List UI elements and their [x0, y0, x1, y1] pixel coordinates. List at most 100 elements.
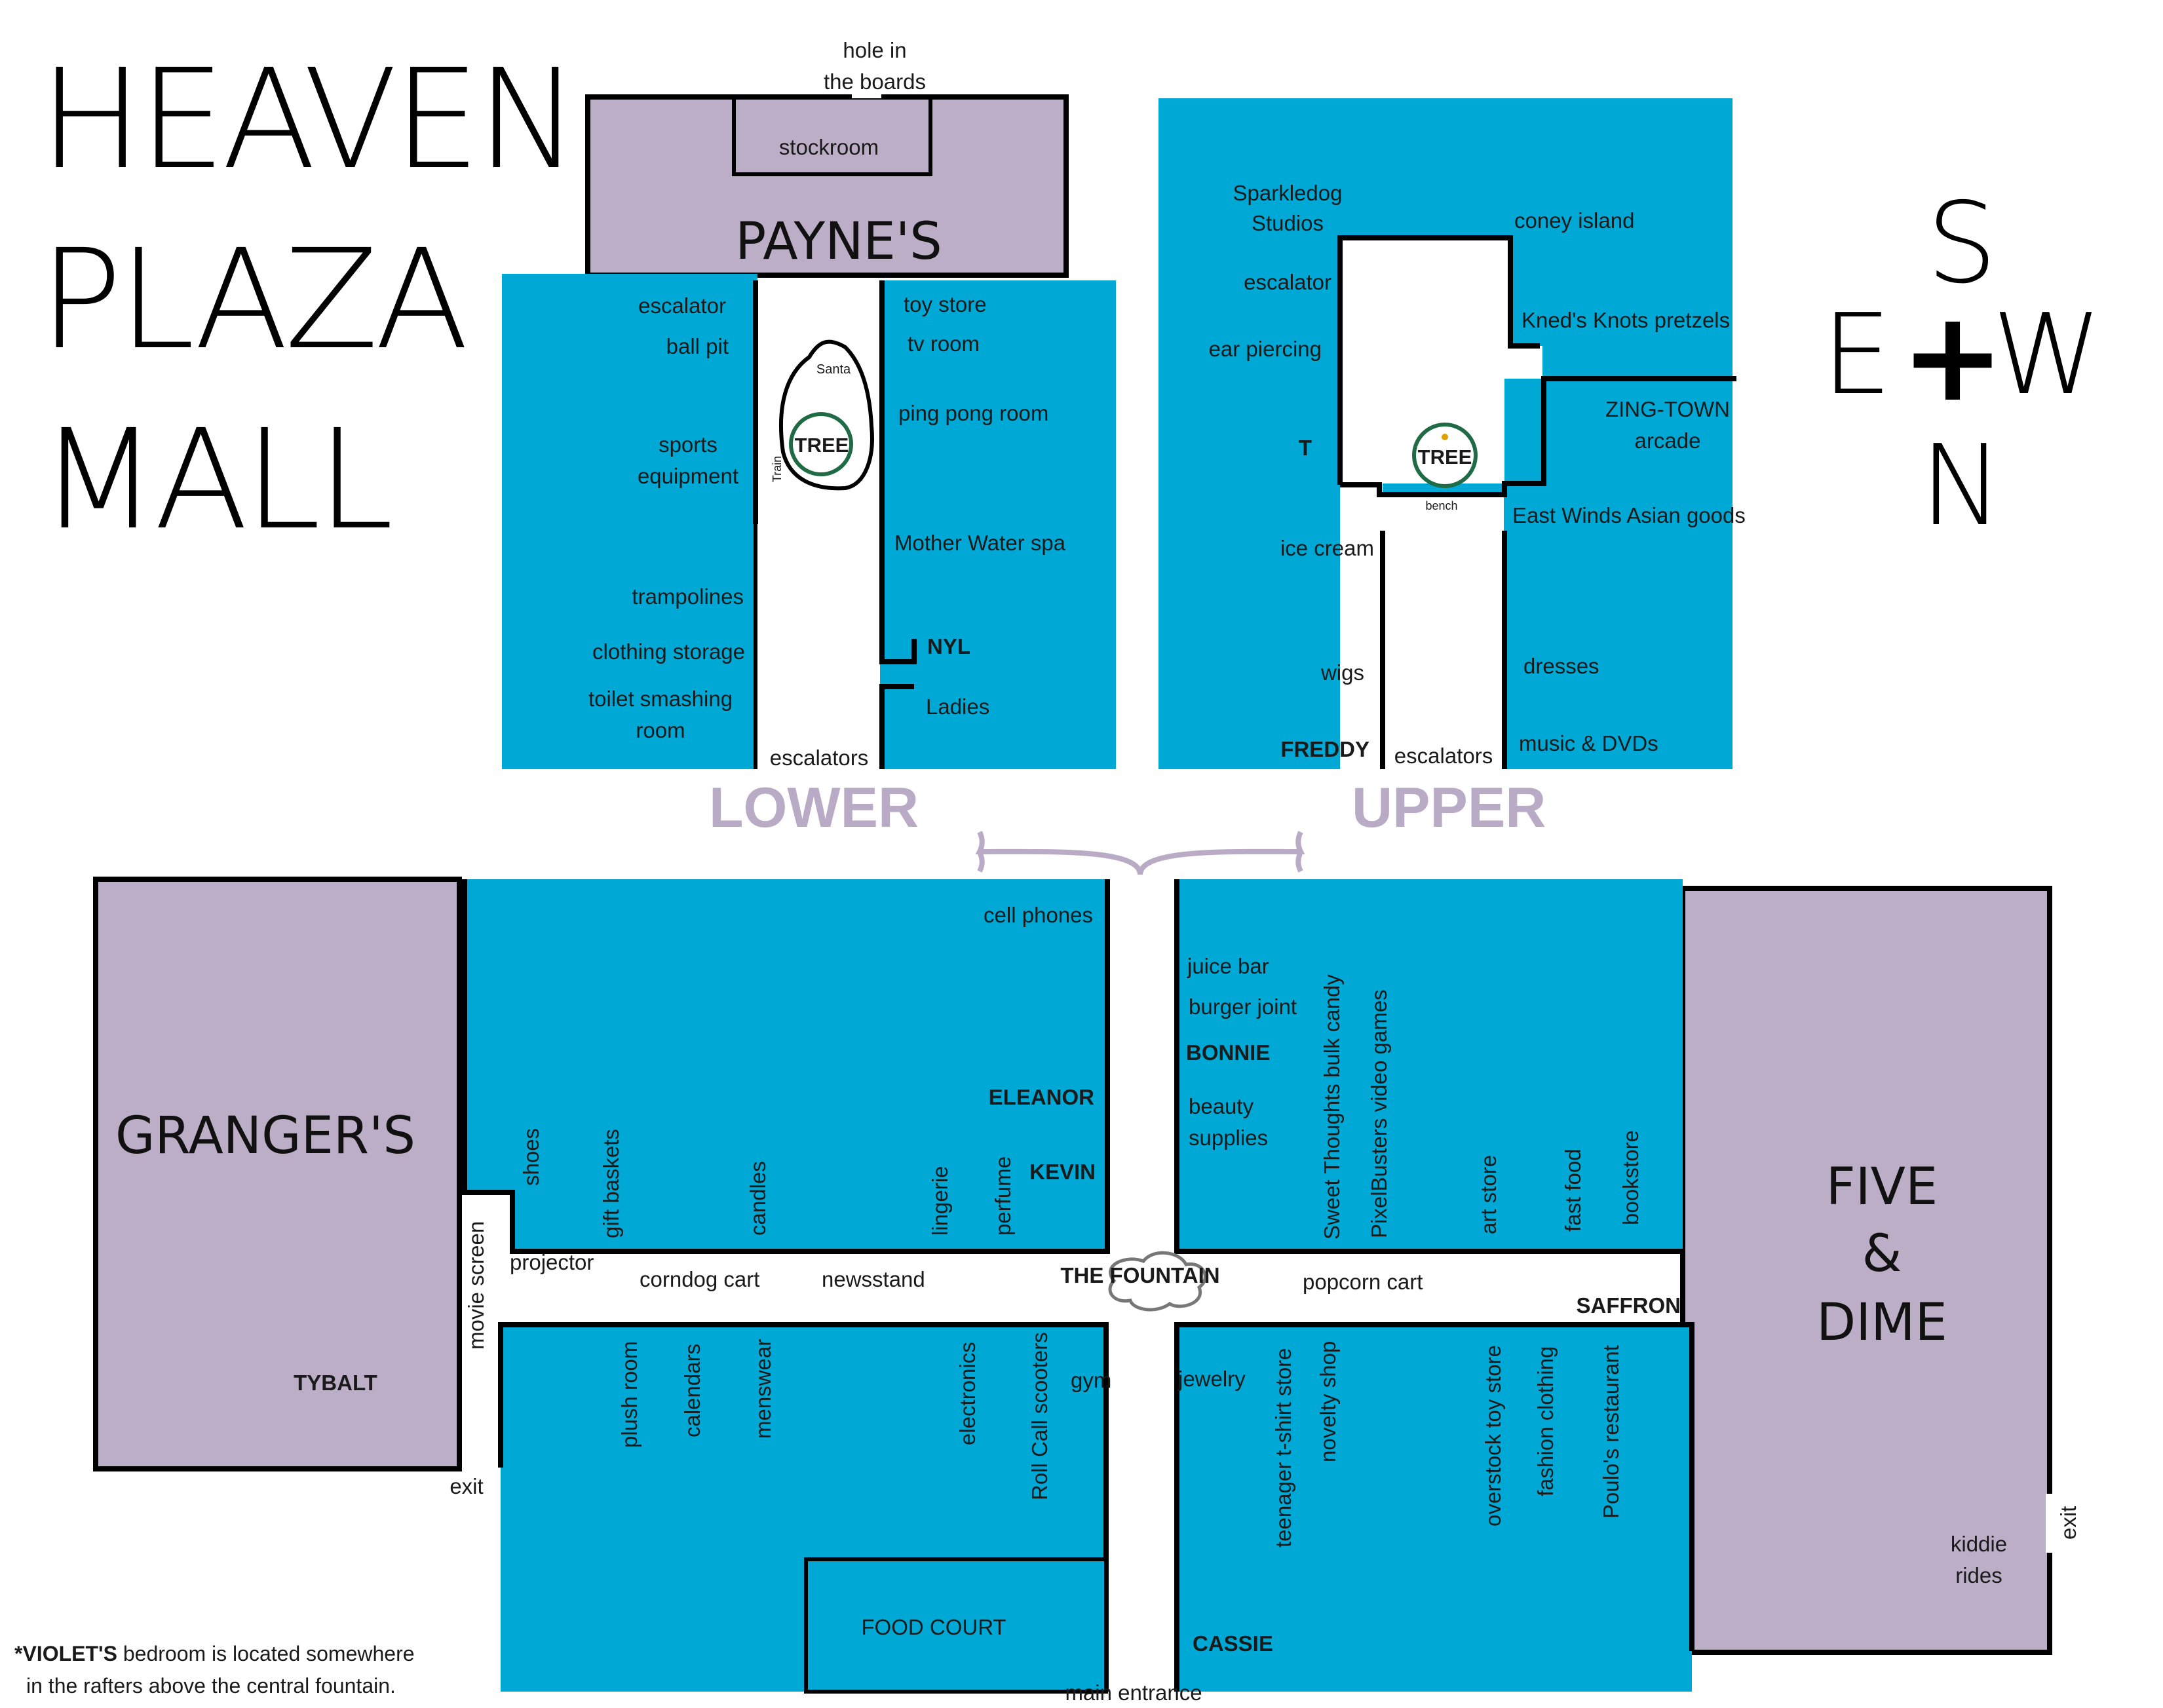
footnote-name: *VIOLET'S [14, 1642, 117, 1665]
tybalt-label: TYBALT [294, 1371, 377, 1395]
ne-label-1: juice bar [1187, 954, 1269, 978]
sw-label-1: plush room [617, 1341, 641, 1448]
paynes-anchor-store[interactable] [585, 94, 1069, 278]
main-sw-walls [498, 1322, 1109, 1692]
sw-label-5: Roll Call scooters [1027, 1332, 1052, 1500]
ne-label-2: burger joint [1189, 995, 1297, 1019]
upper-west-label-7: wigs [1320, 660, 1364, 685]
lower-escalators-label: escalators [770, 746, 868, 770]
corridor-label-3: newsstand [822, 1267, 925, 1291]
mall-title: HEAVEN PLAZA MALL [39, 39, 579, 560]
paynes-label: PAYNE'S [735, 212, 942, 271]
lower-west-label-2: ball pit [666, 334, 729, 358]
upper-bench-label: bench [1425, 499, 1457, 512]
lower-hole-label-1: hole in [843, 38, 906, 62]
brace-right-icon [1138, 831, 1305, 875]
compass-south: S [1926, 179, 1997, 309]
nw-label-4: shoes [519, 1128, 543, 1186]
lower-hole-label-2: the boards [824, 69, 926, 94]
footnote-line-1: *VIOLET'S bedroom is located somewhere [14, 1642, 415, 1665]
food-court-label: FOOD COURT [861, 1615, 1006, 1639]
upper-corridor-wall-top [1337, 235, 1540, 485]
main-ne-block[interactable] [1177, 879, 1683, 1251]
nw-label-8: perfume [991, 1156, 1015, 1236]
lower-west-label-3: sports [659, 432, 718, 457]
se-label-4: overstock toy store [1481, 1345, 1505, 1527]
se-label-3: novelty shop [1316, 1341, 1340, 1462]
lower-train-label: Train [771, 456, 784, 482]
upper-corridor[interactable] [1340, 238, 1542, 769]
east-exit-door[interactable] [2046, 1494, 2058, 1553]
lower-west-label-5: trampolines [632, 584, 744, 609]
upper-west-label-8: FREDDY [1280, 737, 1369, 761]
upper-west-label-4: ear piercing [1209, 337, 1322, 361]
ne-label-7: PixelBusters video games [1367, 989, 1391, 1238]
sw-label-2: calendars [680, 1344, 704, 1437]
corridor-label-5: popcorn cart [1303, 1270, 1423, 1294]
corridor-label-1: projector [510, 1250, 594, 1274]
upper-bench-area[interactable] [1379, 493, 1504, 531]
nw-label-1: cell phones [984, 903, 1093, 927]
five-and-dime-anchor-store[interactable] [1680, 886, 2052, 1655]
upper-tree-label: TREE [1418, 446, 1472, 468]
corridor-label-2: corndog cart [640, 1267, 759, 1291]
grangers-anchor-store[interactable] [93, 877, 462, 1471]
se-label-5: fashion clothing [1533, 1346, 1558, 1496]
lower-west-label-1: escalator [638, 294, 726, 318]
main-nw-block[interactable] [465, 879, 1107, 1251]
sw-label-6: gym [1071, 1368, 1111, 1392]
ne-label-3: BONNIE [1186, 1040, 1270, 1065]
footnote-line-1-rest: bedroom is located somewhere [117, 1642, 415, 1665]
upper-east-label-7: music & DVDs [1519, 731, 1658, 755]
lower-east-label-6: Ladies [926, 694, 989, 719]
upper-tree-icon [1412, 423, 1478, 488]
ne-label-8: art store [1476, 1155, 1501, 1234]
upper-west-label-5: T [1299, 436, 1312, 460]
ne-label-4: beauty [1189, 1094, 1254, 1118]
main-se-walls [1174, 1322, 1694, 1692]
level-lower-label: LOWER [709, 776, 919, 839]
exit-east-label: exit [2056, 1506, 2080, 1540]
main-floor [93, 877, 2058, 1694]
brace-left-icon [975, 831, 1143, 875]
upper-escalator-corridor[interactable] [1385, 531, 1503, 769]
lower-west-label-6: clothing storage [592, 639, 745, 664]
upper-escalator-walls [1380, 531, 1507, 769]
lower-tree-icon [789, 412, 853, 476]
footnote-line-2: in the rafters above the central fountai… [26, 1674, 396, 1698]
five-dime-label-3: DIME [1816, 1293, 1947, 1352]
upper-west-label-1: Sparkledog [1233, 181, 1343, 205]
lower-east-block[interactable] [880, 280, 1116, 769]
nw-label-6: candles [746, 1161, 770, 1236]
lower-west-label-8: room [636, 718, 685, 742]
corridor-label-6: SAFFRON [1577, 1293, 1681, 1318]
upper-east-label-3: ZING-TOWN [1605, 397, 1730, 421]
lower-west-label-7: toilet smashing [588, 687, 733, 711]
nw-label-5: gift baskets [599, 1129, 623, 1238]
lower-west-label-4: equipment [638, 464, 738, 488]
ne-label-9: fast food [1561, 1148, 1585, 1232]
main-se-block[interactable] [1177, 1325, 1692, 1692]
upper-east-label-4: arcade [1635, 428, 1701, 453]
nw-label-3: KEVIN [1029, 1160, 1096, 1184]
upper-west-label-3: escalator [1244, 270, 1331, 294]
se-label-7: CASSIE [1193, 1631, 1273, 1656]
upper-floor [1158, 98, 1736, 769]
lower-west-block[interactable] [502, 274, 757, 769]
compass-east: E [1822, 290, 1892, 420]
sw-label-4: electronics [955, 1342, 980, 1445]
lower-east-wall-lower [879, 684, 914, 769]
five-dime-label-1: FIVE [1826, 1158, 1938, 1217]
se-label-2: teenager t-shirt store [1271, 1348, 1295, 1547]
upper-east-label-2: Kned's Knots pretzels [1522, 308, 1730, 332]
lower-east-label-4: Mother Water spa [894, 531, 1066, 555]
lower-stockroom-label: stockroom [779, 135, 879, 159]
stockroom[interactable] [732, 95, 932, 176]
title-line-1: HEAVEN [39, 39, 575, 200]
food-court[interactable] [804, 1557, 1108, 1694]
upper-corridor-wall-mid [1340, 376, 1736, 497]
lower-tree-label: TREE [795, 434, 849, 457]
lower-east-wall [879, 280, 917, 664]
upper-escalators-label: escalators [1394, 744, 1493, 768]
